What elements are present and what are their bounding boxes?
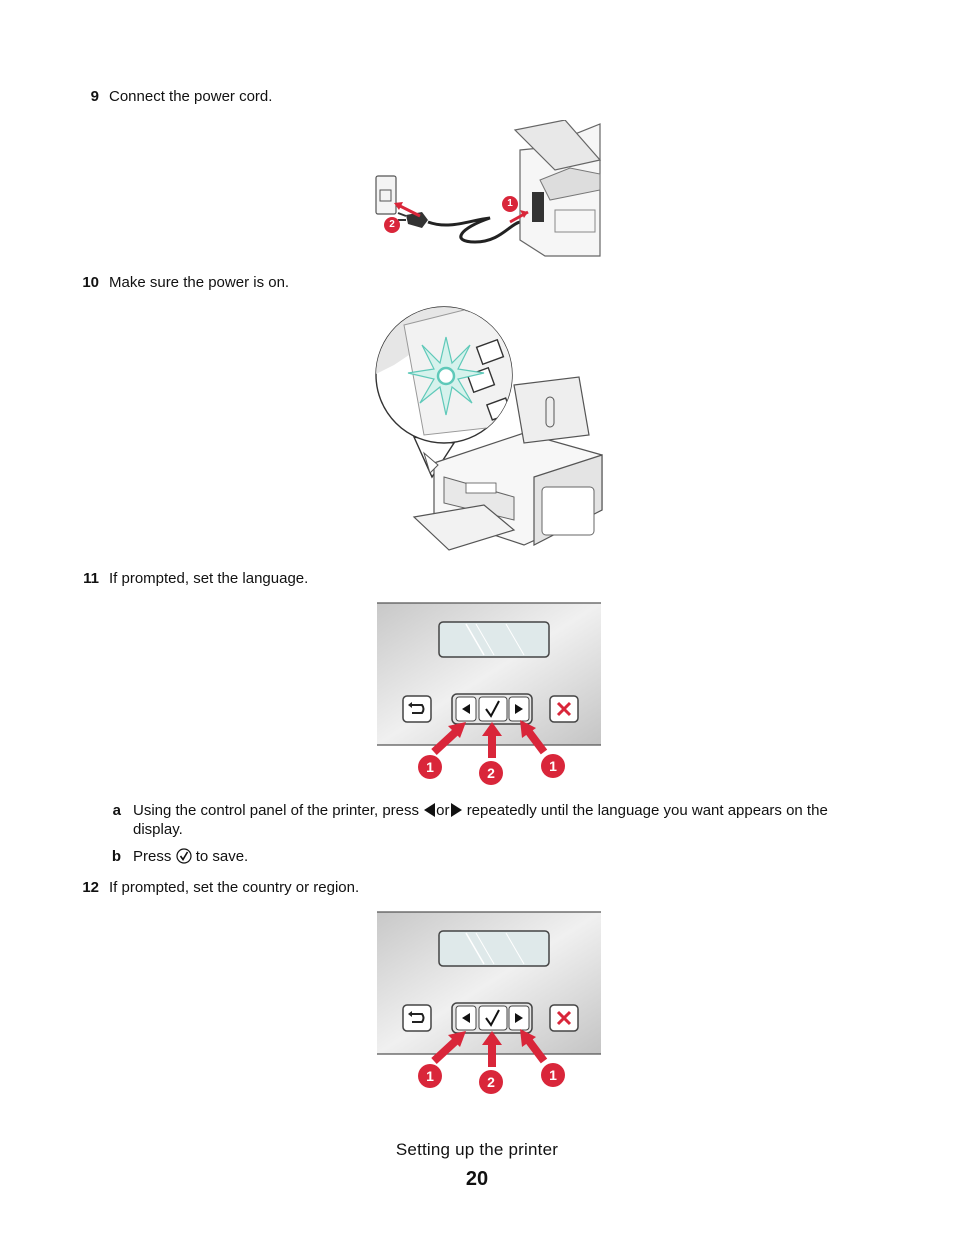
step-text: Make sure the power is on. [109,274,290,291]
left-arrow-icon [424,803,436,817]
power-cord-illustration [375,120,602,257]
back-icon [402,1004,432,1032]
power-on-illustration [375,306,603,551]
step-number: 12 [82,879,99,896]
callout-1: 1 [418,1064,442,1088]
power-icon [436,366,456,386]
callout-2: 2 [479,761,503,785]
lcd-display [438,621,550,658]
lcd-display [438,930,550,967]
checkmark-icon [478,1005,508,1031]
checkmark-icon [478,696,508,722]
right-arrow-icon [450,803,462,817]
substep-letter: b [111,848,121,865]
step-text: If prompted, set the country or region. [109,879,360,896]
step-text: Connect the power cord. [109,88,273,105]
callout-1: 1 [541,754,565,778]
substep-text: Press to save. [133,848,249,865]
page-number: 20 [465,1168,489,1190]
step-number: 9 [90,88,99,105]
checkmark-icon [175,848,192,864]
step-number: 11 [83,570,99,587]
callout-1: 1 [541,1063,565,1087]
callout-2: 2 [479,1070,503,1094]
callout-1: 1 [418,755,442,779]
step-number: 10 [82,274,99,291]
substep-text: Using the control panel of the printer, … [133,802,828,838]
control-panel-language [377,602,601,758]
callout-2: 2 [384,217,400,233]
back-icon [402,695,432,723]
step-text: If prompted, set the language. [109,570,309,587]
control-panel-country [377,911,601,1067]
footer-title: Setting up the printer [395,1140,559,1159]
callout-1: 1 [502,196,518,212]
substep-letter: a [112,802,121,819]
